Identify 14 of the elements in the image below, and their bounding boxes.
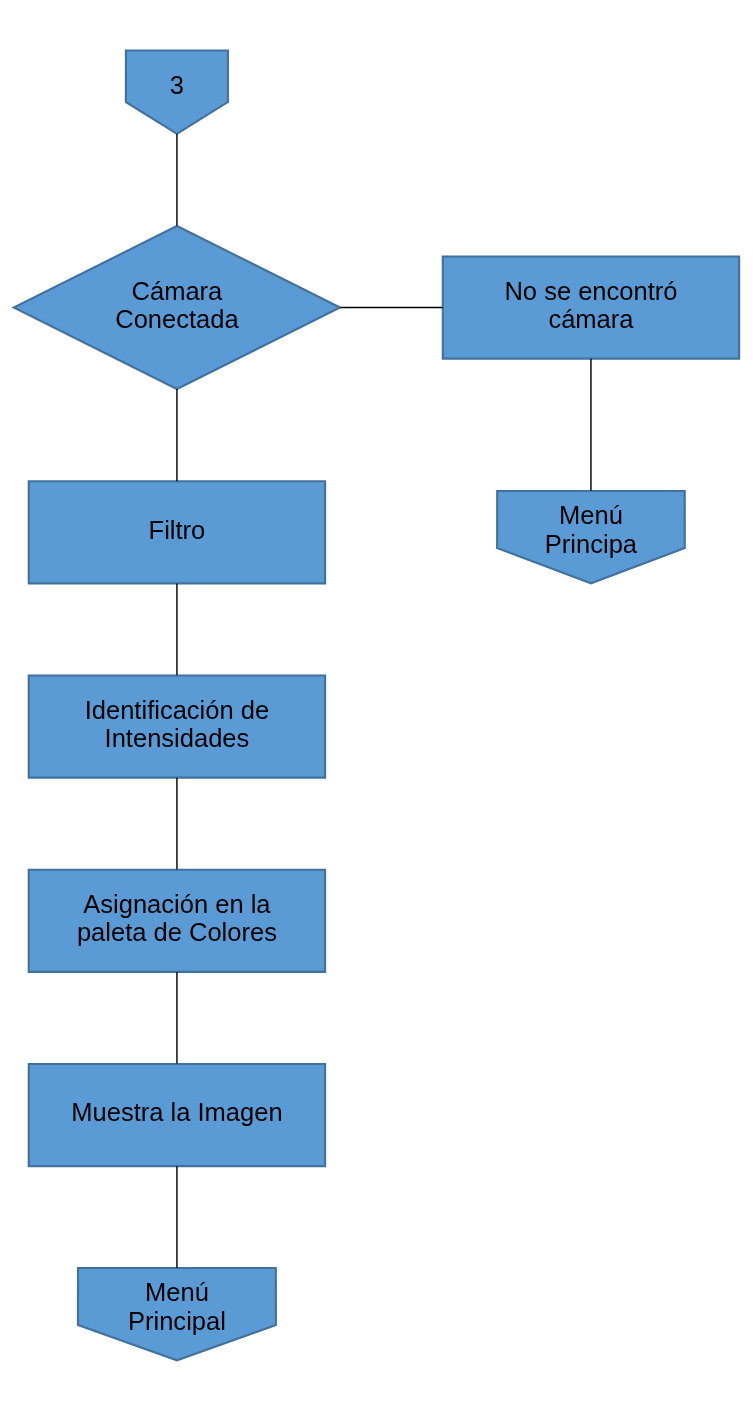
connector <box>339 306 444 309</box>
connector <box>176 133 178 227</box>
node-box: No se encontró cámara <box>441 255 741 360</box>
connector <box>176 971 178 1065</box>
connector <box>176 582 178 676</box>
connector <box>176 1165 178 1269</box>
node-box: Muestra la Imagen <box>27 1062 327 1168</box>
node-box: Identificación de Intensidades <box>27 674 327 779</box>
connector <box>590 358 592 492</box>
connector <box>176 388 178 482</box>
connector <box>176 777 178 870</box>
node-box: Filtro <box>27 480 327 585</box>
node-box: Asignación en la paleta de Colores <box>27 868 327 973</box>
node-diamond: Cámara Conectada <box>11 224 343 391</box>
